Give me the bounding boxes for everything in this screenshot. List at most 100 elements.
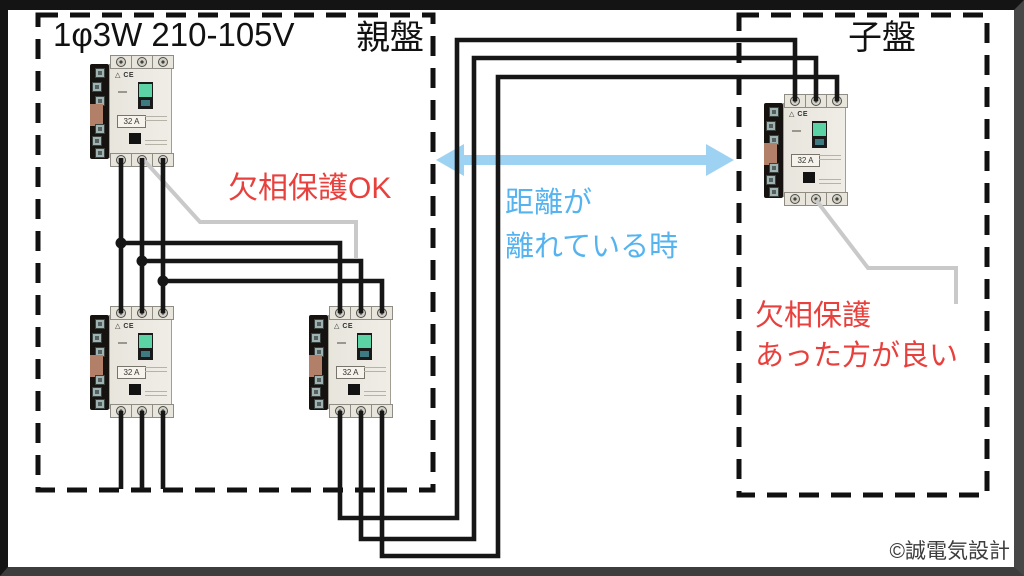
strip-screw [92, 82, 102, 92]
breaker-model-text [118, 91, 127, 93]
terminal-screw [330, 307, 351, 319]
terminal-screw [132, 307, 153, 319]
junction-dot [136, 255, 148, 267]
switch-green-indicator [813, 123, 826, 136]
breaker-test-button [129, 133, 141, 144]
breaker-top-terminals [784, 94, 848, 108]
terminal-screw [827, 95, 847, 107]
terminal-screw [372, 307, 392, 319]
breaker-terminal-strip [90, 64, 109, 159]
strip-screw [314, 319, 324, 329]
breaker-test-button [803, 172, 815, 183]
breaker-body: △ CE 32 A [109, 64, 172, 158]
ce-mark: △ CE [115, 323, 135, 330]
breaker-rating-label: 32 A [117, 366, 146, 379]
wire-branch1 [121, 240, 343, 313]
child-panel-border [736, 12, 990, 498]
breaker-model-text [118, 342, 127, 344]
strip-screw [314, 375, 324, 385]
body-etch-line [364, 395, 386, 396]
body-etch-line [819, 159, 841, 160]
body-etch-line [364, 367, 386, 368]
terminal-screw [785, 193, 806, 205]
strip-screw [95, 399, 105, 409]
breaker-body: △ CE 32 A [328, 315, 391, 409]
body-etch-line [145, 120, 167, 121]
parent-annotation-text: 欠相保護OK [228, 172, 392, 205]
junction-dot [157, 275, 169, 287]
terminal-screw [351, 405, 372, 417]
terminal-screw [153, 154, 173, 166]
body-etch-line [819, 155, 841, 156]
breaker-rating-label: 32 A [117, 115, 146, 128]
breaker-bottom-terminals [329, 404, 393, 418]
circuit-breaker-parent-sub1: △ CE 32 A [90, 306, 174, 418]
distance-note-line1: 距離が [505, 187, 593, 219]
child-annotation-line2: あった方が良い [755, 340, 959, 373]
strip-screw [95, 148, 105, 158]
strip-screw [95, 124, 105, 134]
copyright-text: ©誠電気設計 [889, 540, 1010, 563]
terminal-screw [153, 405, 173, 417]
terminal-screw [806, 95, 827, 107]
strip-screw [95, 319, 105, 329]
terminal-screw [132, 405, 153, 417]
body-etch-line [145, 371, 167, 372]
strip-copper-patch [764, 143, 777, 165]
strip-screw [311, 333, 321, 343]
breaker-terminal-strip [764, 103, 783, 198]
breaker-toggle-switch [138, 333, 153, 360]
junction-dot [115, 237, 127, 249]
body-etch-line [364, 371, 386, 372]
strip-copper-patch [309, 355, 322, 377]
terminal-screw [132, 154, 153, 166]
breaker-toggle-switch [138, 82, 153, 109]
terminal-screw [153, 56, 173, 68]
body-etch-line [819, 179, 841, 180]
wire-run2 [358, 55, 819, 542]
breaker-test-button [129, 384, 141, 395]
ce-mark: △ CE [334, 323, 354, 330]
terminal-screw [111, 307, 132, 319]
body-etch-line [145, 395, 167, 396]
strip-screw [766, 121, 776, 131]
distance-note-line2: 離れている時 [505, 230, 679, 263]
breaker-model-text [337, 342, 346, 344]
breaker-terminal-strip [90, 315, 109, 410]
strip-screw [769, 187, 779, 197]
terminal-screw [351, 307, 372, 319]
strip-screw [311, 387, 321, 397]
circuit-breaker-parent-main: △ CE 32 A [90, 55, 174, 167]
circuit-breaker-parent-sub2: △ CE 32 A [309, 306, 393, 418]
breaker-top-terminals [110, 55, 174, 69]
strip-screw [769, 163, 779, 173]
child-panel-label: 子盤 [848, 19, 916, 57]
body-etch-line [819, 183, 841, 184]
terminal-screw [827, 193, 847, 205]
breaker-toggle-switch [812, 121, 827, 148]
breaker-toggle-switch [357, 333, 372, 360]
breaker-top-terminals [110, 306, 174, 320]
strip-screw [314, 399, 324, 409]
distance-note-text: 距離が 離れている時 [505, 182, 678, 269]
body-etch-line [145, 367, 167, 368]
strip-screw [769, 107, 779, 117]
breaker-rating-label: 32 A [336, 366, 365, 379]
wire-run1 [337, 37, 798, 521]
switch-teal-detail [141, 100, 150, 106]
switch-teal-detail [360, 351, 369, 357]
strip-screw [766, 175, 776, 185]
child-annotation-line1: 欠相保護 [755, 300, 872, 332]
breaker-test-button [348, 384, 360, 395]
system-voltage-label: 1φ3W 210-105V [53, 16, 295, 53]
terminal-screw [153, 307, 173, 319]
body-etch-line [145, 116, 167, 117]
body-etch-line [145, 391, 167, 392]
terminal-screw [111, 154, 132, 166]
switch-teal-detail [141, 351, 150, 357]
body-etch-line [145, 140, 167, 141]
terminal-screw [111, 56, 132, 68]
breaker-bottom-terminals [784, 192, 848, 206]
ce-mark: △ CE [115, 72, 135, 79]
